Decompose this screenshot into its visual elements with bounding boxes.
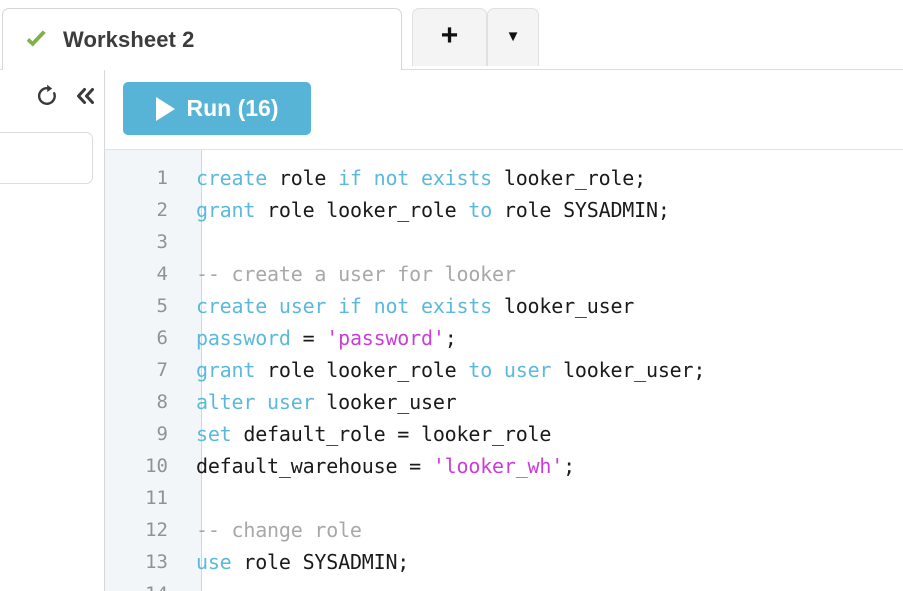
code-token-cmt: -- create a user for looker	[196, 262, 516, 286]
code-token-txt: ;	[444, 326, 457, 350]
code-line: 11	[105, 482, 903, 514]
line-content[interactable]: set default_role = looker_role	[185, 418, 551, 450]
code-token-txt: role SYSADMIN;	[492, 198, 670, 222]
code-line: 1 create role if not exists looker_role;	[105, 162, 903, 194]
chevron-down-icon: ▼	[505, 28, 521, 45]
code-token-str: 'looker_wh'	[432, 454, 564, 478]
line-content[interactable]: -- change role	[185, 514, 362, 546]
plus-icon: +	[440, 18, 459, 52]
line-content[interactable]: grant role looker_role to role SYSADMIN;	[185, 194, 670, 226]
refresh-icon[interactable]	[35, 84, 59, 108]
code-line: 12 -- change role	[105, 514, 903, 546]
line-content[interactable]: grant role looker_role to user looker_us…	[185, 354, 705, 386]
code-token-txt: default_warehouse =	[196, 454, 433, 478]
run-button-label: Run (16)	[186, 95, 279, 121]
code-token-txt: looker_role;	[492, 166, 646, 190]
left-rail-panel	[0, 70, 105, 591]
code-token-txt: role looker_role	[255, 198, 469, 222]
line-content[interactable]: use role SYSADMIN;	[185, 546, 409, 578]
add-worksheet-button[interactable]: +	[412, 8, 487, 66]
left-rail-divider	[104, 70, 105, 591]
worksheet-menu-button[interactable]: ▼	[487, 8, 539, 66]
editor-toolbar: Run (16) All Queries Saved a few seconds…	[105, 70, 903, 197]
line-content[interactable]: create user if not exists looker_user	[185, 290, 634, 322]
code-token-kw: if not exists	[338, 166, 493, 190]
line-content[interactable]	[185, 482, 196, 514]
line-number: 13	[145, 551, 168, 573]
line-content[interactable]: -- create a user for looker	[185, 258, 516, 290]
code-token-kw: create user if not exists	[196, 294, 493, 318]
line-number: 12	[145, 519, 168, 541]
code-token-txt: ;	[563, 454, 575, 478]
line-content[interactable]	[185, 578, 196, 591]
line-number: 8	[156, 391, 168, 413]
code-line: 5 create user if not exists looker_user	[105, 290, 903, 322]
editor-gutter	[105, 150, 202, 591]
code-token-kw: to user	[468, 358, 552, 382]
code-token-txt: role looker_role	[255, 358, 469, 382]
line-number: 5	[156, 295, 168, 317]
line-number: 4	[156, 263, 168, 285]
line-content[interactable]: create role if not exists looker_role;	[185, 162, 646, 194]
code-token-kw: to	[468, 198, 493, 222]
line-content[interactable]: password = 'password';	[185, 322, 457, 354]
double-chevron-left-icon[interactable]	[73, 84, 97, 108]
run-button[interactable]: Run (16)	[123, 82, 311, 135]
code-token-kw: grant	[196, 198, 256, 222]
code-token-txt: role	[267, 166, 339, 190]
code-token-kw: password	[196, 326, 291, 350]
line-number: 14	[105, 578, 185, 591]
code-line: 4 -- create a user for looker	[105, 258, 903, 290]
left-rail-actions	[35, 84, 97, 108]
code-token-kw: grant	[196, 358, 256, 382]
line-number: 3	[156, 231, 168, 253]
check-icon	[26, 29, 46, 46]
worksheet-tab-bar: Worksheet 2 + ▼	[0, 0, 903, 70]
code-token-kw: use	[196, 550, 232, 574]
play-triangle-icon	[155, 96, 175, 121]
line-number: 7	[156, 359, 168, 381]
code-line: 7 grant role looker_role to user looker_u…	[105, 354, 903, 386]
line-content[interactable]: default_warehouse = 'looker_wh';	[185, 450, 575, 482]
code-token-str: 'password'	[326, 326, 445, 350]
code-token-txt: default_role = looker_role	[231, 422, 552, 446]
code-token-txt: role SYSADMIN;	[231, 550, 410, 574]
code-token-txt: =	[290, 326, 327, 350]
line-number: 10	[145, 455, 168, 477]
tab-worksheet-2[interactable]: Worksheet 2	[2, 8, 402, 70]
code-line: 13 use role SYSADMIN;	[105, 546, 903, 578]
code-line: 8 alter user looker_user	[105, 386, 903, 418]
code-token-txt: looker_user	[492, 294, 635, 318]
code-token-txt: looker_user	[314, 390, 457, 414]
code-token-cmt: -- change role	[196, 518, 362, 542]
code-token-kw: set	[196, 422, 232, 446]
code-line: 6 password = 'password';	[105, 322, 903, 354]
code-token-kw: alter user	[196, 390, 315, 414]
code-line: 14	[105, 578, 903, 591]
tab-title: Worksheet 2	[63, 26, 195, 52]
line-content[interactable]: alter user looker_user	[185, 386, 457, 418]
code-token-txt: looker_user;	[551, 358, 706, 382]
editor-gutter-divider	[201, 150, 202, 591]
line-number: 9	[156, 423, 168, 445]
code-line: 10 default_warehouse = 'looker_wh';	[105, 450, 903, 482]
code-line: 3	[105, 226, 903, 258]
line-number: 11	[145, 487, 168, 509]
line-number: 1	[156, 167, 168, 189]
line-content[interactable]	[185, 226, 196, 258]
line-number: 2	[156, 199, 168, 221]
code-line: 2 grant role looker_role to role SYSADMIN…	[105, 194, 903, 226]
line-number: 6	[156, 327, 168, 349]
code-line: 9 set default_role = looker_role	[105, 418, 903, 450]
rail-search-input[interactable]	[0, 132, 93, 184]
code-token-kw: create	[196, 166, 268, 190]
